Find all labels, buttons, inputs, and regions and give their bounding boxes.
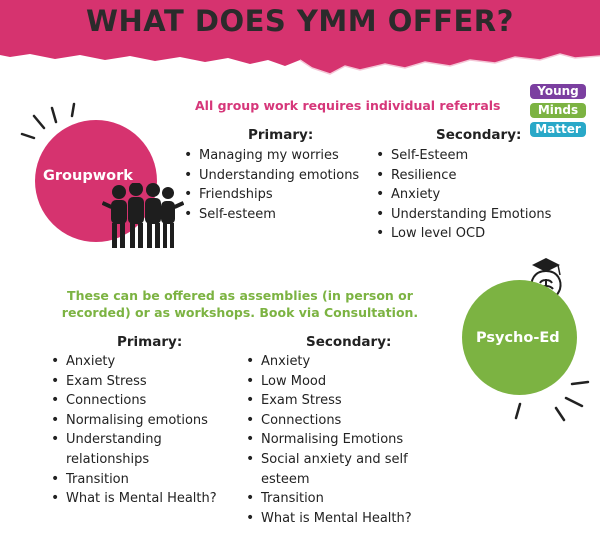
psychoed-secondary-item: Low Mood bbox=[245, 372, 430, 392]
groupwork-secondary-heading: Secondary: bbox=[436, 127, 522, 143]
psychoed-primary-item: What is Mental Health? bbox=[50, 489, 235, 509]
pink-circle-rays-icon bbox=[20, 102, 76, 140]
psychoed-secondary-item: Anxiety bbox=[245, 352, 430, 372]
groupwork-secondary-item: Self-Esteem bbox=[375, 146, 551, 166]
psychoed-booking-note: These can be offered as assemblies (in p… bbox=[61, 288, 419, 320]
psychoed-secondary-item: Normalising Emotions bbox=[245, 430, 430, 450]
psychoed-secondary-item: Transition bbox=[245, 489, 430, 509]
psychoed-primary-item: Understanding relationships bbox=[50, 430, 235, 469]
psychoed-secondary-item: Exam Stress bbox=[245, 391, 430, 411]
groupwork-secondary-list: Self-EsteemResilienceAnxietyUnderstandin… bbox=[375, 146, 551, 244]
psychoed-primary-list: AnxietyExam StressConnectionsNormalising… bbox=[50, 352, 235, 509]
groupwork-circle-label: Groupwork bbox=[43, 168, 133, 184]
logo-word-young: Young bbox=[530, 84, 586, 99]
psychoed-primary-item: Transition bbox=[50, 470, 235, 490]
psychoed-secondary-heading: Secondary: bbox=[306, 334, 392, 350]
groupwork-secondary-item: Resilience bbox=[375, 166, 551, 186]
psychoed-circle-label: Psycho-Ed bbox=[476, 330, 560, 346]
green-circle-rays-icon bbox=[514, 380, 590, 422]
groupwork-secondary-item: Low level OCD bbox=[375, 224, 551, 244]
groupwork-primary-item: Friendships bbox=[183, 185, 359, 205]
header-banner bbox=[0, 0, 600, 95]
psychoed-secondary-item: What is Mental Health? bbox=[245, 509, 430, 529]
groupwork-primary-item: Self-esteem bbox=[183, 205, 359, 225]
psychoed-primary-item: Normalising emotions bbox=[50, 411, 235, 431]
groupwork-secondary-item: Understanding Emotions bbox=[375, 205, 551, 225]
psychoed-primary-item: Connections bbox=[50, 391, 235, 411]
logo-word-minds: Minds bbox=[530, 103, 586, 118]
groupwork-primary-heading: Primary: bbox=[248, 127, 314, 143]
young-minds-matter-logo: Young Minds Matter bbox=[530, 84, 586, 148]
groupwork-secondary-item: Anxiety bbox=[375, 185, 551, 205]
psychoed-secondary-list: AnxietyLow MoodExam StressConnectionsNor… bbox=[245, 352, 430, 528]
groupwork-primary-list: Managing my worriesUnderstanding emotion… bbox=[183, 146, 359, 224]
psychoed-secondary-item: Social anxiety and self esteem bbox=[245, 450, 430, 489]
group-people-icon bbox=[102, 183, 184, 248]
groupwork-referral-note: All group work requires individual refer… bbox=[195, 98, 501, 113]
psychoed-primary-item: Exam Stress bbox=[50, 372, 235, 392]
groupwork-primary-item: Managing my worries bbox=[183, 146, 359, 166]
psychoed-primary-heading: Primary: bbox=[117, 334, 183, 350]
logo-word-matter: Matter bbox=[530, 122, 586, 137]
psychoed-primary-item: Anxiety bbox=[50, 352, 235, 372]
page-title: WHAT DOES YMM OFFER? bbox=[86, 4, 514, 38]
groupwork-primary-item: Understanding emotions bbox=[183, 166, 359, 186]
psychoed-circle bbox=[462, 280, 577, 395]
psychoed-secondary-item: Connections bbox=[245, 411, 430, 431]
